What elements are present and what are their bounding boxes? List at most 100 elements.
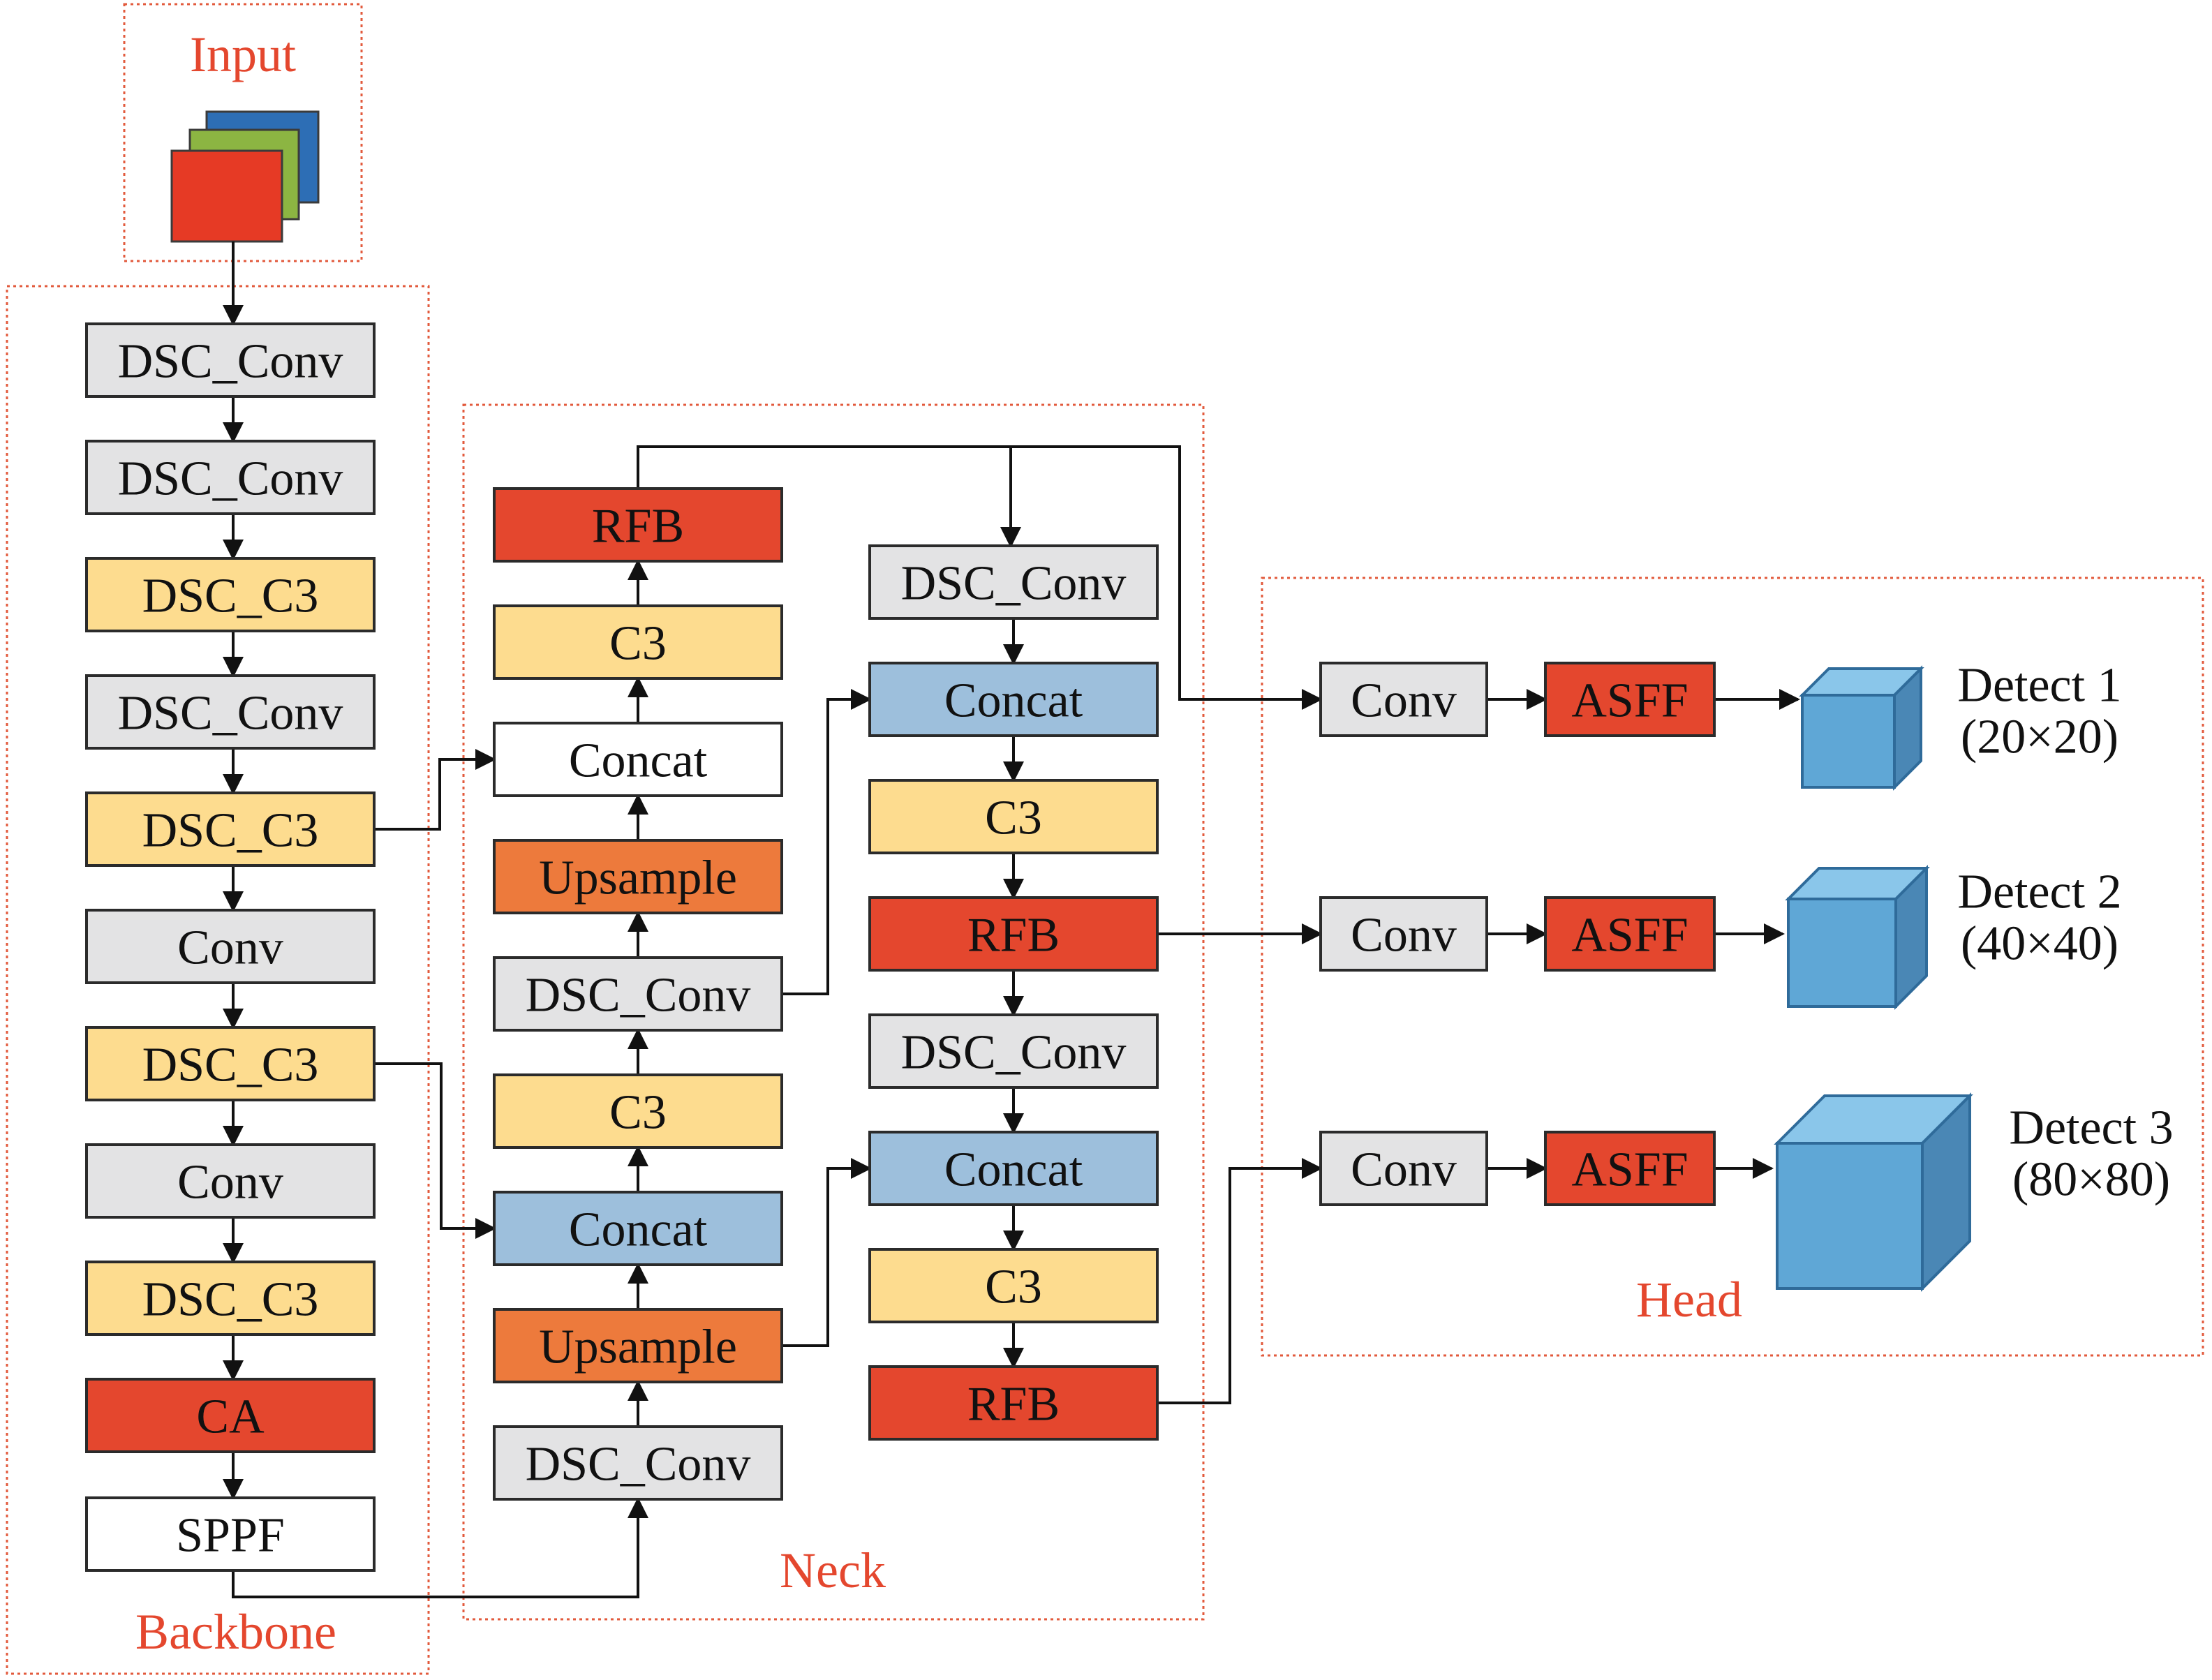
link-rfb-dscconv — [637, 445, 1021, 548]
backbone-block-9: DSC_C3 — [85, 1261, 376, 1336]
neck-region — [462, 403, 1205, 1621]
neck-left-block-6-box — [493, 1073, 783, 1149]
head-conv-1-label: Conv — [1351, 674, 1457, 728]
link-sppf-neck — [232, 1497, 648, 1598]
backbone-block-2-label: DSC_Conv — [118, 452, 343, 506]
detect-3-size: (80×80) — [2012, 1153, 2170, 1207]
neck-left-block-5-box — [493, 956, 783, 1032]
backbone-block-4-box — [85, 674, 376, 750]
link-c3-concat-top — [374, 749, 496, 831]
link-upsample-concat-2 — [782, 1158, 872, 1347]
neck-right-block-7-box — [868, 1248, 1159, 1323]
neck-right-block-2: Concat — [868, 662, 1159, 737]
neck-right-block-4: RFB — [868, 896, 1159, 972]
backbone-block-10-label: CA — [196, 1390, 265, 1444]
backbone-label: Backbone — [135, 1604, 336, 1660]
neck-left-block-2: C3 — [493, 604, 783, 680]
head-asff-1: ASFF — [1544, 662, 1716, 737]
neck-left-block-7: Concat — [493, 1191, 783, 1266]
head-conv-3: Conv — [1319, 1131, 1488, 1206]
backbone-block-1-box — [85, 322, 376, 398]
cube-front — [1801, 694, 1896, 789]
neck-right-block-4-label: RFB — [967, 909, 1060, 962]
neck-right-block-8-box — [868, 1365, 1159, 1441]
backbone-block-1: DSC_Conv — [85, 322, 376, 398]
neck-right-block-2-box — [868, 662, 1159, 737]
neck-right-block-6-box — [868, 1131, 1159, 1206]
link-c3-concat-bottom — [374, 1062, 496, 1239]
neck-left-block-9: DSC_Conv — [493, 1425, 783, 1501]
head-outputs: Detect 1(20×20)Detect 2(40×40)Detect 3(8… — [1774, 659, 2174, 1292]
head-asff-3: ASFF — [1544, 1131, 1716, 1206]
backbone-block-4: DSC_Conv — [85, 674, 376, 750]
input-image-icon — [170, 110, 320, 243]
neck-right-block-2-label: Concat — [944, 674, 1083, 728]
link-rfb-head-1 — [1011, 445, 1323, 710]
neck-right-block-1-box — [868, 544, 1159, 620]
neck-left-block-4-label: Upsample — [539, 852, 737, 905]
neck-right-block-7-label: C3 — [985, 1261, 1042, 1314]
head-asff-2-label: ASFF — [1571, 909, 1688, 962]
neck-right-block-1-label: DSC_Conv — [901, 557, 1127, 611]
neck-right-block-5-box — [868, 1013, 1159, 1089]
backbone-block-8-label: Conv — [177, 1156, 283, 1210]
neck-right-block-8: RFB — [868, 1365, 1159, 1441]
backbone-block-9-box — [85, 1261, 376, 1336]
neck-left-block-7-label: Concat — [569, 1203, 708, 1257]
head-conv-2-box — [1319, 896, 1488, 972]
blocks: DSC_ConvDSC_ConvDSC_C3DSC_ConvDSC_C3Conv… — [85, 322, 1716, 1572]
neck-left-block-1: RFB — [493, 487, 783, 563]
head-conv-2: Conv — [1319, 896, 1488, 972]
backbone-block-4-label: DSC_Conv — [118, 687, 343, 741]
neck-left-block-9-box — [493, 1425, 783, 1501]
backbone-block-1-label: DSC_Conv — [118, 335, 343, 389]
neck-right-block-4-box — [868, 896, 1159, 972]
neck-label: Neck — [780, 1543, 886, 1598]
input-channel-red — [170, 149, 283, 243]
neck-left-block-6-label: C3 — [609, 1086, 667, 1140]
connections — [223, 241, 1800, 1598]
detect-2-label: Detect 2 — [1957, 865, 2121, 919]
detect-3-label: Detect 3 — [2009, 1101, 2173, 1155]
neck-left-block-2-label: C3 — [609, 617, 667, 671]
input-region — [123, 3, 363, 262]
neck-left-block-4: Upsample — [493, 839, 783, 914]
backbone-block-5: DSC_C3 — [85, 791, 376, 867]
backbone-block-8-box — [85, 1143, 376, 1219]
head-conv-1-box — [1319, 662, 1488, 737]
backbone-block-10-box — [85, 1378, 376, 1453]
neck-right-block-6-label: Concat — [944, 1143, 1083, 1197]
head-asff-3-label: ASFF — [1571, 1143, 1688, 1197]
head-asff-1-box — [1544, 662, 1716, 737]
neck-left-block-1-label: RFB — [592, 500, 684, 553]
detect-1-size: (20×20) — [1961, 711, 2118, 764]
backbone-block-6-label: Conv — [177, 921, 283, 975]
neck-right-block-5-label: DSC_Conv — [901, 1026, 1127, 1080]
cube-front — [1787, 898, 1897, 1008]
neck-right-block-3-box — [868, 779, 1159, 854]
backbone-block-7: DSC_C3 — [85, 1026, 376, 1101]
neck-left-block-8-label: Upsample — [539, 1321, 737, 1374]
backbone-block-11: SPPF — [85, 1496, 376, 1572]
neck-left-block-2-box — [493, 604, 783, 680]
head-label: Head — [1636, 1272, 1742, 1328]
backbone-block-5-box — [85, 791, 376, 867]
head-asff-3-box — [1544, 1131, 1716, 1206]
neck-right-block-1: DSC_Conv — [868, 544, 1159, 620]
input-label: Input — [190, 27, 296, 82]
backbone-block-3-label: DSC_C3 — [142, 570, 319, 623]
link-dscconv-concat-1 — [782, 689, 872, 995]
neck-left-block-9-label: DSC_Conv — [526, 1438, 751, 1492]
backbone-block-7-label: DSC_C3 — [142, 1039, 319, 1092]
neck-left-block-1-box — [493, 487, 783, 563]
backbone-block-6: Conv — [85, 909, 376, 984]
head-region — [1261, 577, 2204, 1357]
neck-right-block-5: DSC_Conv — [868, 1013, 1159, 1089]
head-asff-2-box — [1544, 896, 1716, 972]
neck-right-block-3: C3 — [868, 779, 1159, 854]
detect-2-size: (40×40) — [1961, 917, 2118, 971]
neck-left-block-5: DSC_Conv — [493, 956, 783, 1032]
link-rfb-head-3 — [1157, 1158, 1323, 1404]
